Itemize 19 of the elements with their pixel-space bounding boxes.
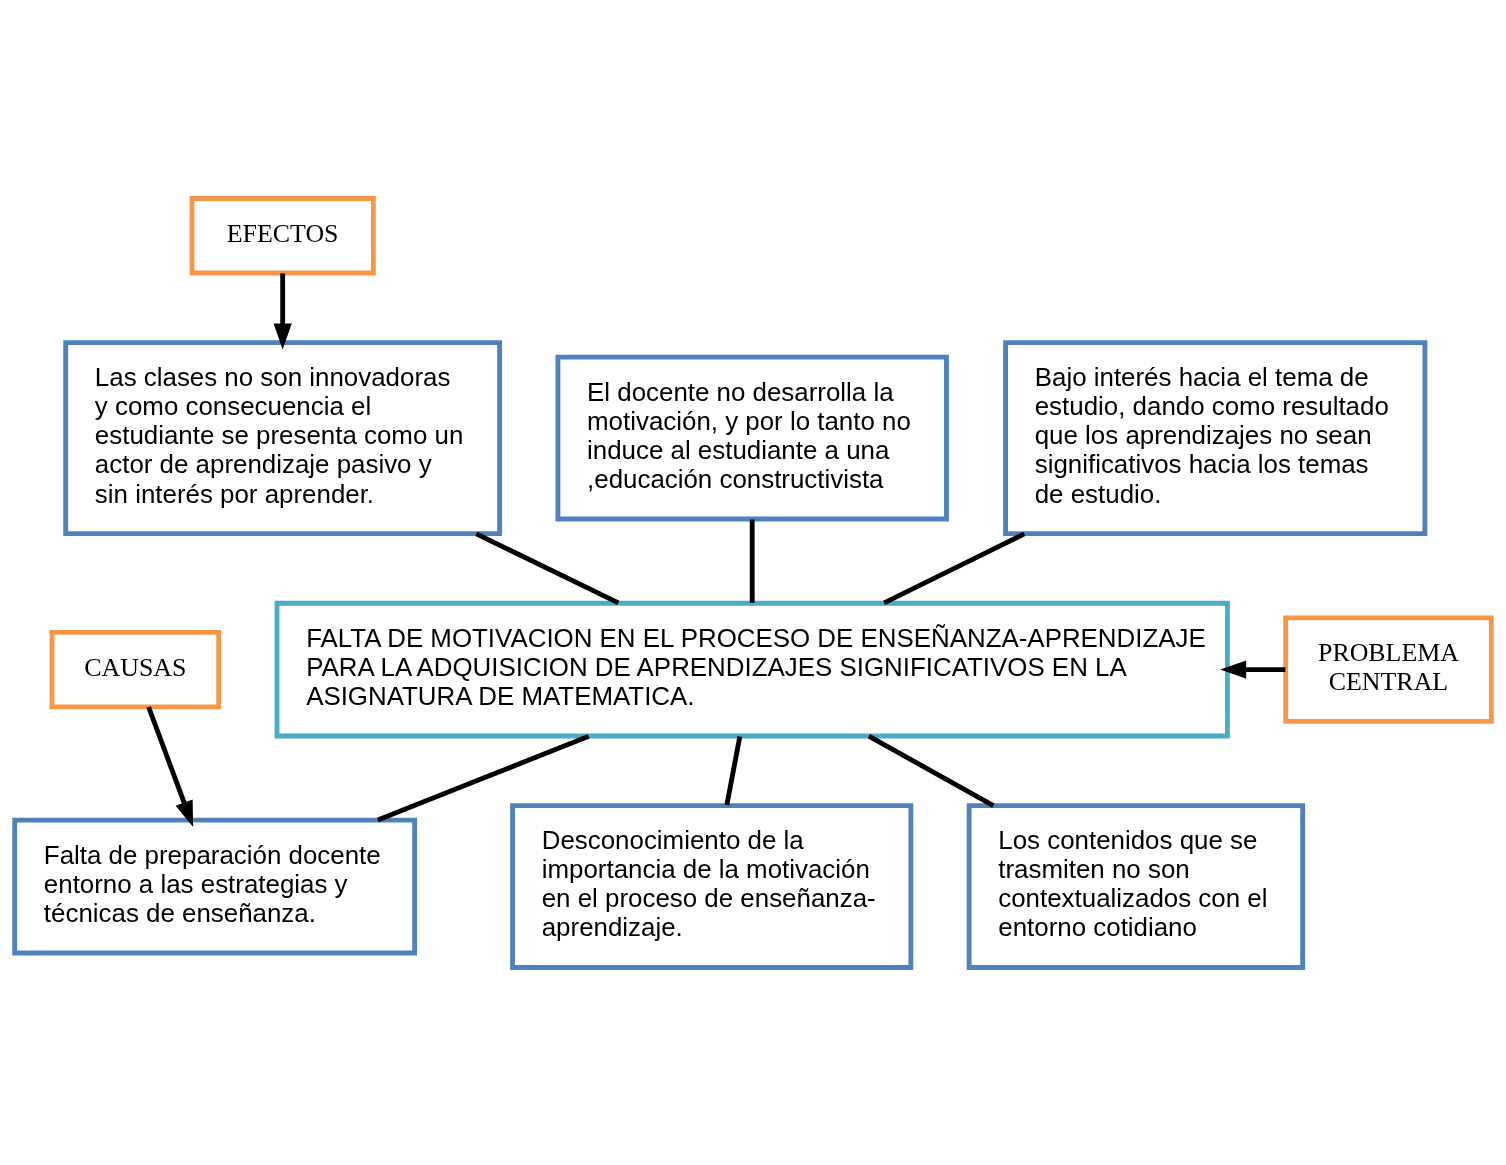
arrow [1220,660,1286,679]
node-box: Bajo interés hacia el tema de estudio, dando como resultado que los aprendizajes no sean significativos hacia los temas de estudio. [1003,339,1428,536]
connector [867,733,995,808]
connector [883,531,1026,605]
connector [724,735,743,805]
node-box: Falta de preparación docente entorno a las estrategias y técnicas de enseñanza. [12,817,418,955]
node-box: Los contenidos que se trasmiten no son contextualizados con el entorno cotidiano [966,802,1306,970]
connector [376,733,590,822]
node-box: PROBLEMA CENTRAL [1283,614,1494,724]
connector [749,519,755,603]
arrow [146,705,194,827]
node-box: El docente no desarrolla la motivación, y por lo tanto no induce al estudiante a una ,educación constructivista [555,354,949,521]
arrow [273,272,292,350]
node-box: FALTA DE MOTIVACION EN EL PROCESO DE ENSEÑANZA-APRENDIZAJE PARA LA ADQUISICION DE APRENDIZAJES SIGNIFICATIVOS EN LA ASIGNATURA DE MATEMATICA. [274,600,1230,738]
node-box: Las clases no son innovadoras y como consecuencia el estudiante se presenta como un actor de aprendizaje pasivo y sin interés por aprender. [63,339,503,536]
node-box: CAUSAS [49,629,222,709]
connector [475,531,620,605]
node-box: EFECTOS [189,195,376,275]
node-box: Desconocimiento de la importancia de la motivación en el proceso de enseñanza-aprendizaje. [510,802,914,970]
